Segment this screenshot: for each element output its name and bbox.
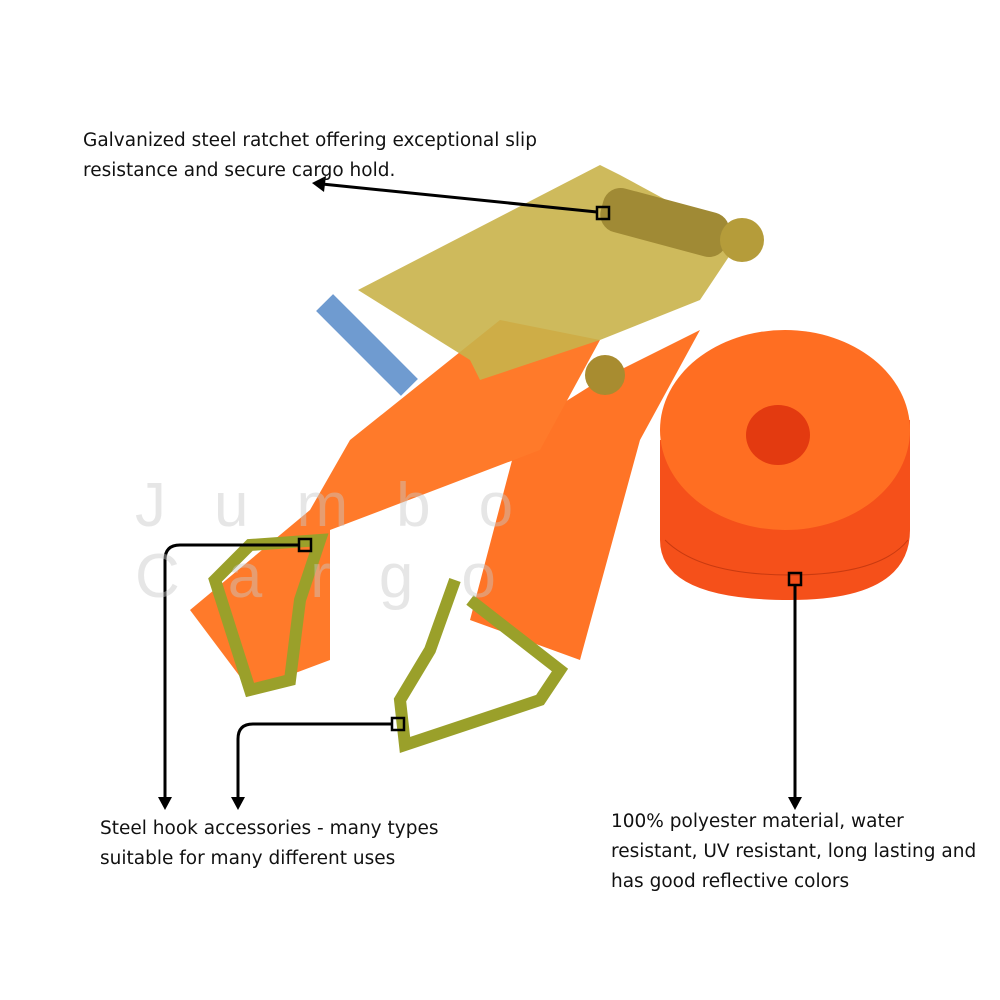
hook-left — [208, 533, 329, 698]
callout-markers — [297, 205, 803, 732]
strap-long — [470, 330, 700, 660]
strap-short — [190, 320, 600, 690]
watermark: Jumbo Cargo — [135, 471, 562, 611]
hook-right — [393, 577, 569, 754]
ratchet-caption: Galvanized steel ratchet offering except… — [83, 130, 537, 181]
arrowheads — [158, 176, 802, 810]
hooks-caption: Steel hook accessories - many types suit… — [100, 818, 439, 869]
callout-lines — [163, 182, 797, 800]
strap-roll — [660, 330, 910, 600]
material-caption: 100% polyester material, water resistant… — [611, 811, 977, 892]
ratchet — [316, 165, 764, 396]
